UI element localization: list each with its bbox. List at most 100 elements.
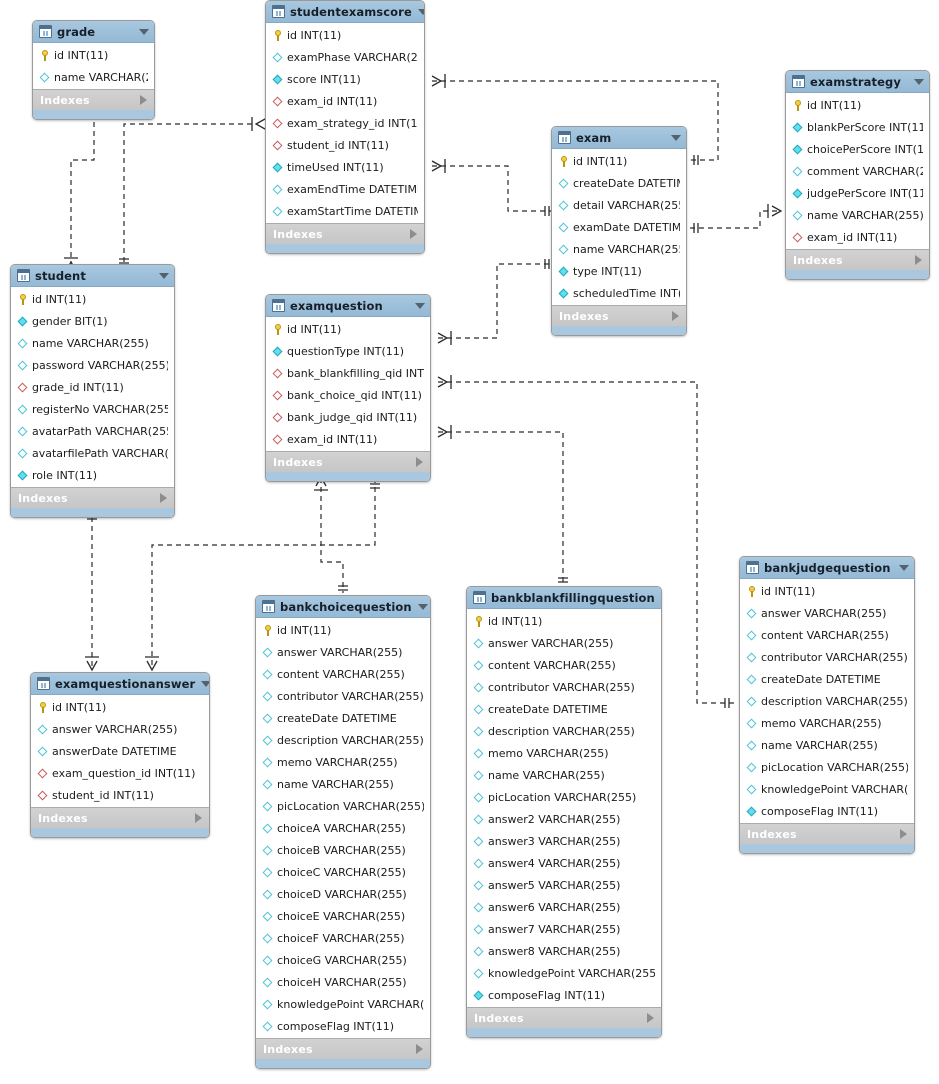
table-column[interactable]: scheduledTime INT(11) <box>552 282 686 304</box>
table-column[interactable]: answer VARCHAR(255) <box>256 641 430 663</box>
table-column[interactable]: memo VARCHAR(255) <box>740 712 914 734</box>
table-column[interactable]: contributor VARCHAR(255) <box>740 646 914 668</box>
table-column[interactable]: gender BIT(1) <box>11 310 174 332</box>
table-column[interactable]: memo VARCHAR(255) <box>256 751 430 773</box>
table-column[interactable]: answer VARCHAR(255) <box>467 632 661 654</box>
table-column[interactable]: content VARCHAR(255) <box>740 624 914 646</box>
table-column[interactable]: avatarfilePath VARCHAR(255) <box>11 442 174 464</box>
table-column[interactable]: id INT(11) <box>467 610 661 632</box>
table-column[interactable]: choiceF VARCHAR(255) <box>256 927 430 949</box>
triangle-right-icon[interactable] <box>195 813 202 823</box>
table-column[interactable]: answer4 VARCHAR(255) <box>467 852 661 874</box>
table-column[interactable]: picLocation VARCHAR(255) <box>467 786 661 808</box>
table-header-examquestionanswer[interactable]: examquestionanswer <box>31 673 209 695</box>
caret-down-icon[interactable] <box>914 78 924 85</box>
table-column[interactable]: choiceC VARCHAR(255) <box>256 861 430 883</box>
table-column[interactable]: blankPerScore INT(11) <box>786 116 929 138</box>
table-column[interactable]: examPhase VARCHAR(255) <box>266 46 424 68</box>
table-column[interactable]: knowledgePoint VARCHAR(255) <box>467 962 661 984</box>
caret-down-icon[interactable] <box>159 272 169 279</box>
table-column[interactable]: id INT(11) <box>266 318 430 340</box>
caret-down-icon[interactable] <box>660 594 661 601</box>
table-column[interactable]: name VARCHAR(255) <box>786 204 929 226</box>
table-column[interactable]: choiceB VARCHAR(255) <box>256 839 430 861</box>
table-column[interactable]: name VARCHAR(255) <box>33 66 154 88</box>
table-column[interactable]: student_id INT(11) <box>266 134 424 156</box>
table-column[interactable]: examDate DATETIME <box>552 216 686 238</box>
table-column[interactable]: exam_id INT(11) <box>786 226 929 248</box>
table-column[interactable]: answer2 VARCHAR(255) <box>467 808 661 830</box>
table-column[interactable]: bank_choice_qid INT(11) <box>266 384 430 406</box>
caret-down-icon[interactable] <box>139 28 149 35</box>
triangle-right-icon[interactable] <box>672 311 679 321</box>
table-column[interactable]: answer8 VARCHAR(255) <box>467 940 661 962</box>
triangle-right-icon[interactable] <box>915 255 922 265</box>
table-column[interactable]: knowledgePoint VARCHAR(255) <box>740 778 914 800</box>
table-column[interactable]: composeFlag INT(11) <box>256 1015 430 1037</box>
triangle-right-icon[interactable] <box>140 95 147 105</box>
table-column[interactable]: knowledgePoint VARCHAR(255) <box>256 993 430 1015</box>
table-column[interactable]: examStartTime DATETIME <box>266 200 424 222</box>
triangle-right-icon[interactable] <box>416 457 423 467</box>
table-column[interactable]: name VARCHAR(255) <box>11 332 174 354</box>
table-column[interactable]: name VARCHAR(255) <box>740 734 914 756</box>
table-column[interactable]: answer VARCHAR(255) <box>31 718 209 740</box>
table-column[interactable]: choiceA VARCHAR(255) <box>256 817 430 839</box>
table-column[interactable]: id INT(11) <box>256 619 430 641</box>
table-column[interactable]: id INT(11) <box>31 696 209 718</box>
caret-down-icon[interactable] <box>417 8 424 15</box>
table-column[interactable]: name VARCHAR(255) <box>467 764 661 786</box>
table-column[interactable]: answer6 VARCHAR(255) <box>467 896 661 918</box>
table-column[interactable]: id INT(11) <box>11 288 174 310</box>
table-column[interactable]: contributor VARCHAR(255) <box>256 685 430 707</box>
table-column[interactable]: answer3 VARCHAR(255) <box>467 830 661 852</box>
table-column[interactable]: contributor VARCHAR(255) <box>467 676 661 698</box>
table-column[interactable]: description VARCHAR(255) <box>256 729 430 751</box>
table-column[interactable]: id INT(11) <box>740 580 914 602</box>
table-column[interactable]: bank_judge_qid INT(11) <box>266 406 430 428</box>
indexes-section-examquestionanswer[interactable]: Indexes <box>31 807 209 828</box>
table-column[interactable]: avatarPath VARCHAR(255) <box>11 420 174 442</box>
caret-down-icon[interactable] <box>417 603 428 610</box>
table-column[interactable]: answer VARCHAR(255) <box>740 602 914 624</box>
table-column[interactable]: id INT(11) <box>552 150 686 172</box>
indexes-section-examquestion[interactable]: Indexes <box>266 451 430 472</box>
table-column[interactable]: name VARCHAR(255) <box>256 773 430 795</box>
indexes-section-bankchoicequestion[interactable]: Indexes <box>256 1038 430 1059</box>
table-column[interactable]: name VARCHAR(255) <box>552 238 686 260</box>
triangle-right-icon[interactable] <box>647 1013 654 1023</box>
triangle-right-icon[interactable] <box>410 229 417 239</box>
table-column[interactable]: exam_id INT(11) <box>266 428 430 450</box>
table-column[interactable]: id INT(11) <box>786 94 929 116</box>
caret-down-icon[interactable] <box>415 302 425 309</box>
table-column[interactable]: createDate DATETIME <box>740 668 914 690</box>
triangle-right-icon[interactable] <box>416 1044 423 1054</box>
table-column[interactable]: grade_id INT(11) <box>11 376 174 398</box>
triangle-right-icon[interactable] <box>900 829 907 839</box>
caret-down-icon[interactable] <box>671 134 681 141</box>
table-column[interactable]: content VARCHAR(255) <box>256 663 430 685</box>
table-column[interactable]: student_id INT(11) <box>31 784 209 806</box>
table-column[interactable]: content VARCHAR(255) <box>467 654 661 676</box>
table-header-bankchoicequestion[interactable]: bankchoicequestion <box>256 596 430 618</box>
indexes-section-studentexamscore[interactable]: Indexes <box>266 223 424 244</box>
table-column[interactable]: password VARCHAR(255) <box>11 354 174 376</box>
table-header-grade[interactable]: grade <box>33 21 154 43</box>
table-column[interactable]: createDate DATETIME <box>467 698 661 720</box>
table-column[interactable]: id INT(11) <box>266 24 424 46</box>
table-header-examquestion[interactable]: examquestion <box>266 295 430 317</box>
indexes-section-grade[interactable]: Indexes <box>33 89 154 110</box>
table-column[interactable]: judgePerScore INT(11) <box>786 182 929 204</box>
indexes-section-bankjudgequestion[interactable]: Indexes <box>740 823 914 844</box>
table-column[interactable]: id INT(11) <box>33 44 154 66</box>
table-column[interactable]: answer5 VARCHAR(255) <box>467 874 661 896</box>
indexes-section-student[interactable]: Indexes <box>11 487 174 508</box>
